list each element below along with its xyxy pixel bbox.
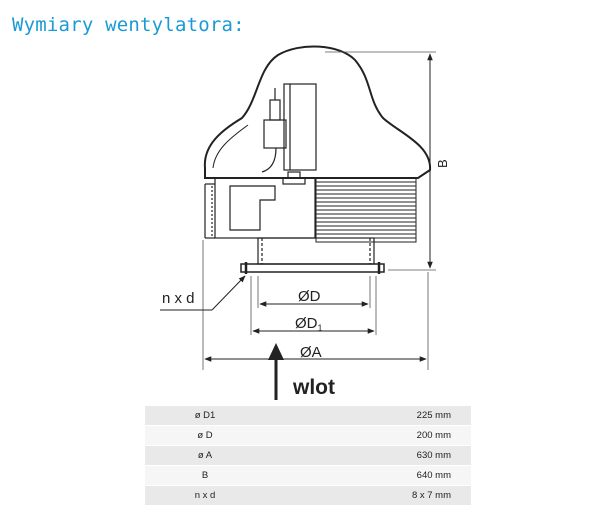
nxd-label: n x d bbox=[162, 290, 195, 307]
outlet-louvres bbox=[315, 177, 417, 243]
inlet-label: wlot bbox=[292, 376, 335, 399]
dimension-name: B bbox=[145, 465, 265, 486]
fan-housing bbox=[204, 171, 316, 239]
dimension-value: 200 mm bbox=[265, 425, 471, 446]
dimension-value: 640 mm bbox=[265, 465, 471, 486]
dimension-value: 630 mm bbox=[265, 445, 471, 466]
dimension-name: n x d bbox=[145, 485, 265, 506]
dimension-name: ø D bbox=[145, 425, 265, 446]
dimension-name: ø D1 bbox=[145, 406, 265, 426]
fan-hood bbox=[203, 45, 432, 179]
dimension-name: ø A bbox=[145, 445, 265, 466]
d1-label: ØD1 bbox=[295, 315, 323, 333]
motor-assembly bbox=[261, 83, 317, 173]
dimension-value: 8 x 7 mm bbox=[265, 485, 471, 506]
page-title: Wymiary wentylatora: bbox=[12, 14, 245, 36]
base-flange bbox=[240, 262, 385, 274]
dimension-value: 225 mm bbox=[265, 406, 471, 426]
a-label: ØA bbox=[300, 344, 322, 361]
b-label: B bbox=[435, 159, 450, 168]
inlet-arrow-icon bbox=[268, 343, 284, 400]
extension-lines bbox=[202, 51, 436, 370]
dimension-lines bbox=[160, 53, 433, 362]
d-label: ØD bbox=[298, 288, 321, 305]
